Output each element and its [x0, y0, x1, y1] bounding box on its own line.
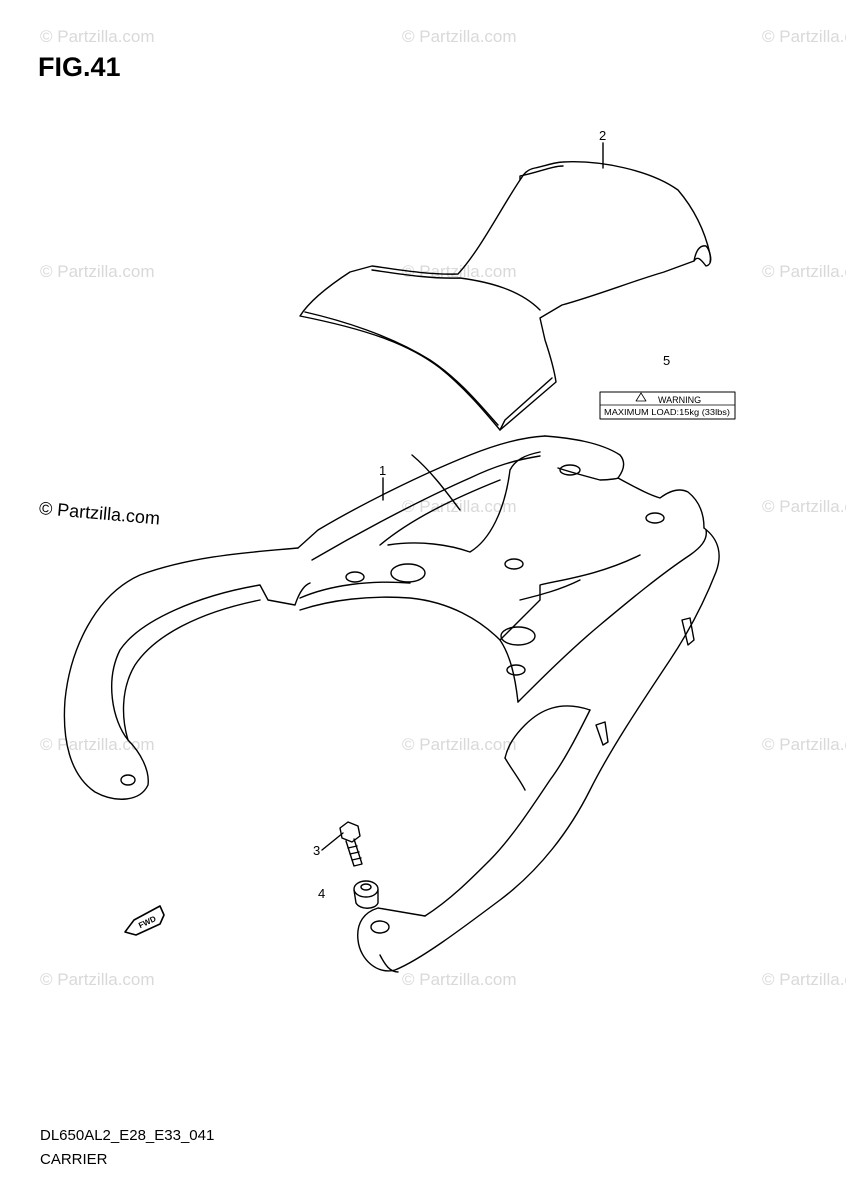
- collar-part: [353, 880, 379, 909]
- watermark: © Partzilla.com: [762, 262, 846, 281]
- fwd-arrow-icon: [124, 905, 165, 936]
- leader-line: [321, 832, 344, 851]
- callout-1[interactable]: 1: [379, 463, 387, 478]
- callout-3[interactable]: 3: [313, 843, 321, 858]
- watermark: © Partzilla.com: [40, 262, 155, 281]
- figure-code: DL650AL2_E28_E33_041: [40, 1127, 215, 1144]
- figure-name: CARRIER: [40, 1151, 108, 1168]
- callout-2[interactable]: 2: [599, 128, 607, 143]
- carrier-frame-part: [63, 435, 720, 973]
- watermark: © Partzilla.com: [40, 27, 155, 46]
- watermark: © Partzilla.com: [402, 970, 517, 989]
- callout-4[interactable]: 4: [318, 886, 326, 901]
- warning-label-title: WARNING: [658, 395, 701, 405]
- warning-label-part: [599, 391, 736, 420]
- watermark: © Partzilla.com: [762, 27, 846, 46]
- carrier-cover-part: [299, 161, 712, 431]
- watermark: © Partzilla.com: [402, 27, 517, 46]
- callout-5[interactable]: 5: [663, 353, 671, 368]
- watermark: © Partzilla.com: [762, 970, 846, 989]
- figure-title: FIG.41: [38, 52, 121, 82]
- watermark: © Partzilla.com: [40, 970, 155, 989]
- warning-label-text: MAXIMUM LOAD:15kg (33lbs): [604, 408, 730, 417]
- watermark: © Partzilla.com: [762, 735, 846, 754]
- watermark: © Partzilla.com: [402, 262, 517, 281]
- watermark: © Partzilla.com: [762, 497, 846, 516]
- watermark: © Partzilla.com: [402, 735, 517, 754]
- bolt-part: [339, 821, 363, 867]
